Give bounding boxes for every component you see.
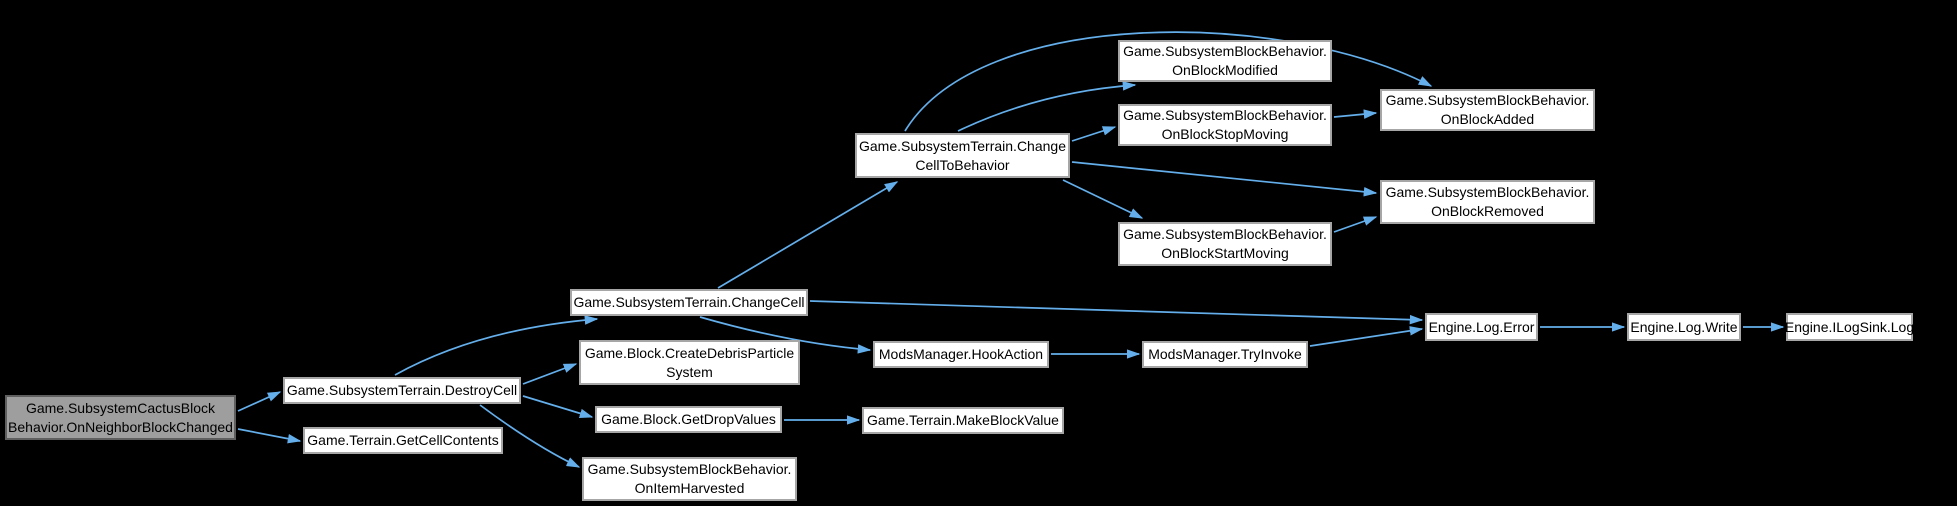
node-log-write[interactable]: Engine.Log.Write: [1627, 313, 1741, 341]
node-label: Game.SubsystemBlockBehavior.: [587, 461, 792, 477]
node-label: Game.Terrain.MakeBlockValue: [867, 412, 1059, 428]
node-label: Engine.Log.Write: [1630, 318, 1738, 335]
node-on-block-modified[interactable]: Game.SubsystemBlockBehavior. OnBlockModif…: [1118, 40, 1332, 82]
node-label: OnBlockModified: [1172, 62, 1278, 78]
node-on-block-start-moving[interactable]: Game.SubsystemBlockBehavior. OnBlockStart…: [1118, 222, 1332, 266]
node-label: Game.Block.CreateDebrisParticle: [584, 344, 795, 361]
node-on-block-stop-moving[interactable]: Game.SubsystemBlockBehavior. OnBlockStopM…: [1118, 104, 1332, 146]
node-label: Game.SubsystemTerrain.Change: [859, 137, 1066, 154]
node-label: Game.SubsystemTerrain.DestroyCell: [286, 382, 518, 398]
edge-destroy-cell-to-change-cell: [394, 315, 599, 376]
edge-change-cell-to-log-error: [809, 300, 1424, 325]
node-log-error[interactable]: Engine.Log.Error: [1425, 313, 1538, 341]
node-label: ModsManager.TryInvoke: [1148, 346, 1302, 362]
node-label: Behavior.OnNeighborBlockChanged: [8, 418, 233, 435]
node-on-block-removed[interactable]: Game.SubsystemBlockBehavior. OnBlockRemov…: [1380, 180, 1595, 224]
node-label: Game.SubsystemBlockBehavior.: [1385, 92, 1590, 108]
edge-change-cell-to-behavior-to-on-block-stop-moving: [1071, 126, 1117, 142]
node-label: Game.SubsystemBlockBehavior.: [1123, 107, 1327, 123]
node-label: OnBlockStopMoving: [1161, 126, 1289, 142]
edge-on-neighbor-block-changed-to-destroy-cell: [237, 391, 282, 412]
node-label: Game.SubsystemTerrain.ChangeCell: [573, 294, 805, 310]
node-ilogsink-log[interactable]: Engine.ILogSink.Log: [1784, 313, 1915, 341]
edge-on-neighbor-block-changed-to-get-cell-contents: [237, 428, 302, 444]
edge-change-cell-to-behavior-to-on-block-removed: [1071, 161, 1378, 197]
node-label: Game.SubsystemBlockBehavior.: [1385, 184, 1590, 200]
node-on-block-added[interactable]: Game.SubsystemBlockBehavior. OnBlockAdded: [1380, 89, 1595, 131]
node-make-block-value[interactable]: Game.Terrain.MakeBlockValue: [862, 407, 1064, 434]
edge-destroy-cell-to-get-drop-values: [522, 395, 594, 418]
node-label: Engine.ILogSink.Log: [1784, 318, 1915, 335]
edge-try-invoke-to-log-error: [1309, 326, 1424, 347]
node-label: Game.Block.GetDropValues: [601, 411, 776, 427]
edge-on-block-stop-moving-to-on-block-added: [1333, 109, 1378, 119]
node-label: Game.SubsystemBlockBehavior.: [1123, 43, 1327, 59]
node-on-item-harvested[interactable]: Game.SubsystemBlockBehavior. OnItemHarves…: [582, 457, 797, 501]
node-label: OnItemHarvested: [634, 480, 745, 496]
node-label: ModsManager.HookAction: [878, 346, 1044, 362]
node-try-invoke[interactable]: ModsManager.TryInvoke: [1142, 341, 1308, 368]
node-label: Game.Terrain.GetCellContents: [307, 432, 499, 448]
node-change-cell[interactable]: Game.SubsystemTerrain.ChangeCell: [570, 289, 808, 316]
edge-change-cell-to-hook-action: [699, 316, 872, 354]
node-label: OnBlockStartMoving: [1161, 245, 1289, 261]
node-hook-action[interactable]: ModsManager.HookAction: [873, 341, 1049, 368]
node-label: CellToBehavior: [915, 156, 1010, 173]
edge-change-cell-to-change-cell-to-behavior: [717, 181, 899, 289]
node-get-drop-values[interactable]: Game.Block.GetDropValues: [595, 406, 782, 433]
node-label: Engine.Log.Error: [1428, 318, 1535, 335]
node-label: System: [666, 363, 713, 380]
node-destroy-cell[interactable]: Game.SubsystemTerrain.DestroyCell: [283, 377, 521, 404]
edge-on-block-start-moving-to-on-block-removed: [1333, 216, 1378, 233]
node-label: OnBlockAdded: [1440, 111, 1535, 127]
edge-change-cell-to-behavior-to-on-block-added: [904, 31, 1433, 132]
edge-destroy-cell-to-on-item-harvested: [479, 404, 581, 468]
edge-destroy-cell-to-create-debris-particle-system: [522, 363, 578, 385]
node-label: Game.SubsystemBlockBehavior.: [1123, 226, 1327, 242]
node-label: OnBlockRemoved: [1431, 203, 1544, 219]
node-label: Game.SubsystemCactusBlock: [25, 399, 216, 416]
edge-change-cell-to-behavior-to-on-block-modified: [957, 81, 1137, 132]
edge-change-cell-to-behavior-to-on-block-start-moving: [1062, 179, 1144, 219]
node-get-cell-contents[interactable]: Game.Terrain.GetCellContents: [303, 427, 503, 454]
